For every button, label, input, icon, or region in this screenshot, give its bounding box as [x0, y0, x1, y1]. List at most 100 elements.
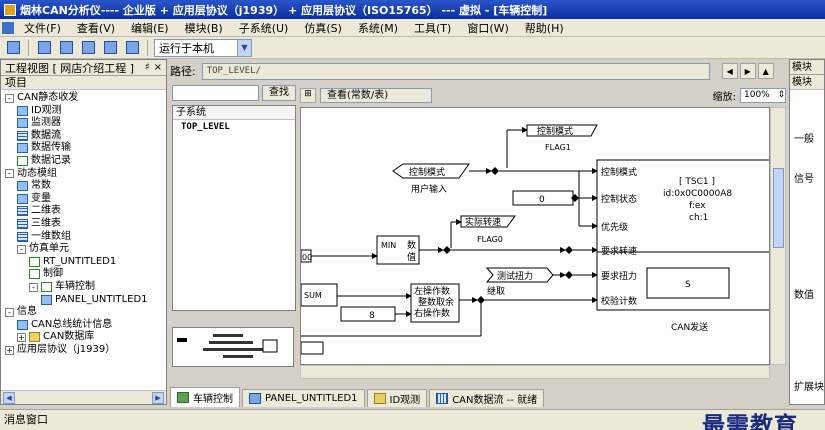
close-icon[interactable]: ×: [153, 62, 162, 73]
menu-simulation[interactable]: 仿真(S): [304, 21, 342, 35]
tree-item[interactable]: 二维表: [17, 205, 61, 217]
can-send-caption: CAN发送: [671, 321, 708, 333]
forward-icon[interactable]: ▶: [739, 63, 756, 79]
tree-item[interactable]: +应用层协议（j1939）: [5, 344, 115, 356]
can-channel-label: ch:1: [689, 213, 708, 223]
input-00-label: 00: [302, 253, 312, 262]
menu-view[interactable]: 查看(V): [76, 21, 116, 35]
menu-tools[interactable]: 工具(T): [414, 21, 452, 35]
min-label-2: 数: [407, 239, 416, 251]
zoom-select[interactable]: 100% ⇕: [740, 88, 786, 103]
tree-item[interactable]: 数据记录: [17, 155, 71, 167]
tree-item[interactable]: 数据流: [17, 129, 61, 142]
subsystem-top-level[interactable]: TOP_LEVEL: [181, 122, 230, 132]
tab-vehicle-control[interactable]: 车辆控制: [170, 387, 240, 407]
document-icon: [2, 21, 14, 34]
collapse-icon[interactable]: -: [5, 307, 14, 317]
monitor-button[interactable]: [123, 39, 141, 57]
block-library-extension[interactable]: 扩展块: [794, 382, 824, 393]
minimap-preview: [177, 334, 278, 358]
message-window-bar[interactable]: 消息窗口: [0, 409, 825, 430]
tree-item[interactable]: 三维表: [17, 218, 61, 230]
diagram-tool-button[interactable]: ⊞: [300, 88, 316, 103]
back-icon[interactable]: ◀: [721, 63, 738, 79]
tree-item[interactable]: 制御: [29, 268, 63, 280]
path-field[interactable]: TOP_LEVEL/: [201, 62, 710, 80]
collapse-icon[interactable]: -: [17, 244, 26, 254]
tree-item[interactable]: CAN总线统计信息: [17, 319, 112, 331]
open-button[interactable]: [35, 39, 53, 57]
scroll-right-icon[interactable]: ▶: [152, 391, 164, 404]
collapse-icon[interactable]: -: [5, 169, 14, 179]
panel-button[interactable]: [79, 39, 97, 57]
tree-item-label: RT_UNTITLED1: [43, 255, 117, 267]
menu-subsystem[interactable]: 子系统(U): [238, 21, 289, 35]
search-button[interactable]: 查找: [262, 85, 296, 101]
pin-icon[interactable]: ♯: [144, 62, 150, 73]
collapse-icon[interactable]: -: [29, 282, 38, 292]
const-eight-block[interactable]: [340, 306, 396, 322]
diagram-minimap[interactable]: [172, 327, 294, 367]
tab-id-observe[interactable]: ID观测: [366, 389, 428, 407]
tree-item[interactable]: 常数: [17, 180, 51, 192]
ctrl-mode-input-tag[interactable]: [392, 163, 470, 179]
project-panel-scrollbar[interactable]: ◀ ▶: [1, 390, 166, 404]
tree-item[interactable]: -信息: [5, 306, 37, 318]
path-label: 路径:: [170, 65, 196, 78]
block-category-signal[interactable]: 信号: [794, 174, 814, 185]
model-icon: [177, 392, 189, 403]
chevron-down-icon[interactable]: ▼: [237, 39, 251, 56]
can-id-label: id:0x0C0000A8: [663, 189, 732, 199]
diagram-canvas[interactable]: 控制模式 FLAG1 控制模式 用户输入 0 实际转速 FLAG0 MIN 数 …: [300, 107, 770, 365]
tab-can-dataflow[interactable]: CAN数据流 -- 就绪: [429, 389, 545, 407]
scroll-left-icon[interactable]: ◀: [3, 391, 15, 404]
zoom-label: 缩放:: [712, 92, 736, 103]
block-category-general[interactable]: 一般: [794, 134, 814, 145]
view-constants-button[interactable]: 查看(常数/表): [320, 88, 432, 103]
menu-block[interactable]: 模块(B): [184, 21, 223, 35]
menu-edit[interactable]: 编辑(E): [131, 21, 169, 35]
block-diagram: 控制模式 FLAG1 控制模式 用户输入 0 实际转速 FLAG0 MIN 数 …: [301, 124, 769, 355]
expand-icon[interactable]: +: [5, 345, 14, 355]
tree-item[interactable]: ID观测: [17, 105, 62, 117]
tree-item[interactable]: PANEL_UNTITLED1: [41, 294, 148, 306]
diagram-horizontal-scrollbar[interactable]: [300, 365, 770, 379]
tree-item[interactable]: -车辆控制: [29, 281, 95, 293]
collapse-icon[interactable]: -: [5, 93, 14, 103]
min-block[interactable]: [376, 235, 420, 265]
block-category-value[interactable]: 数值: [794, 290, 814, 301]
menu-file[interactable]: 文件(F): [24, 21, 61, 35]
diagram-vertical-scrollbar[interactable]: [770, 107, 786, 365]
tree-item[interactable]: 变量: [17, 193, 51, 205]
chk-item-icon: [29, 269, 40, 280]
tree-item-label: ID观测: [31, 104, 62, 116]
scroll-thumb[interactable]: [773, 168, 784, 248]
run-target-select[interactable]: 运行于本机 ▼: [154, 38, 252, 57]
menu-window[interactable]: 窗口(W): [467, 21, 509, 35]
tab-panel-untitled1[interactable]: PANEL_UNTITLED1: [242, 389, 365, 407]
tree-item[interactable]: 一维数组: [17, 231, 71, 243]
menu-help[interactable]: 帮助(H): [524, 21, 564, 35]
tree-item[interactable]: 数据传输: [17, 142, 71, 154]
layout-button[interactable]: [101, 39, 119, 57]
tree-item[interactable]: -仿真单元: [17, 243, 69, 255]
tree-item[interactable]: RT_UNTITLED1: [29, 256, 116, 268]
tree-item[interactable]: -动态模组: [5, 168, 57, 180]
subsystem-search-input[interactable]: [172, 85, 259, 101]
spinner-icon[interactable]: ⇕: [777, 90, 785, 100]
block-library-header: 模块: [790, 60, 824, 75]
up-icon[interactable]: ▲: [757, 63, 774, 79]
window-button[interactable]: [57, 39, 75, 57]
expand-icon[interactable]: +: [17, 332, 26, 342]
mod-block[interactable]: [410, 283, 460, 323]
menu-system[interactable]: 系统(M): [357, 21, 399, 35]
tree-item[interactable]: 监测器: [17, 117, 61, 129]
tree-item[interactable]: +CAN数据库: [17, 331, 94, 343]
tree-item[interactable]: -CAN静态收发: [5, 92, 78, 104]
test-torque-tag[interactable]: [485, 267, 554, 283]
sum-block[interactable]: [301, 283, 338, 307]
tree-item-label: 应用层协议（j1939）: [17, 344, 116, 355]
project-tree-header: 项目: [1, 76, 166, 90]
save-button[interactable]: [4, 39, 22, 57]
